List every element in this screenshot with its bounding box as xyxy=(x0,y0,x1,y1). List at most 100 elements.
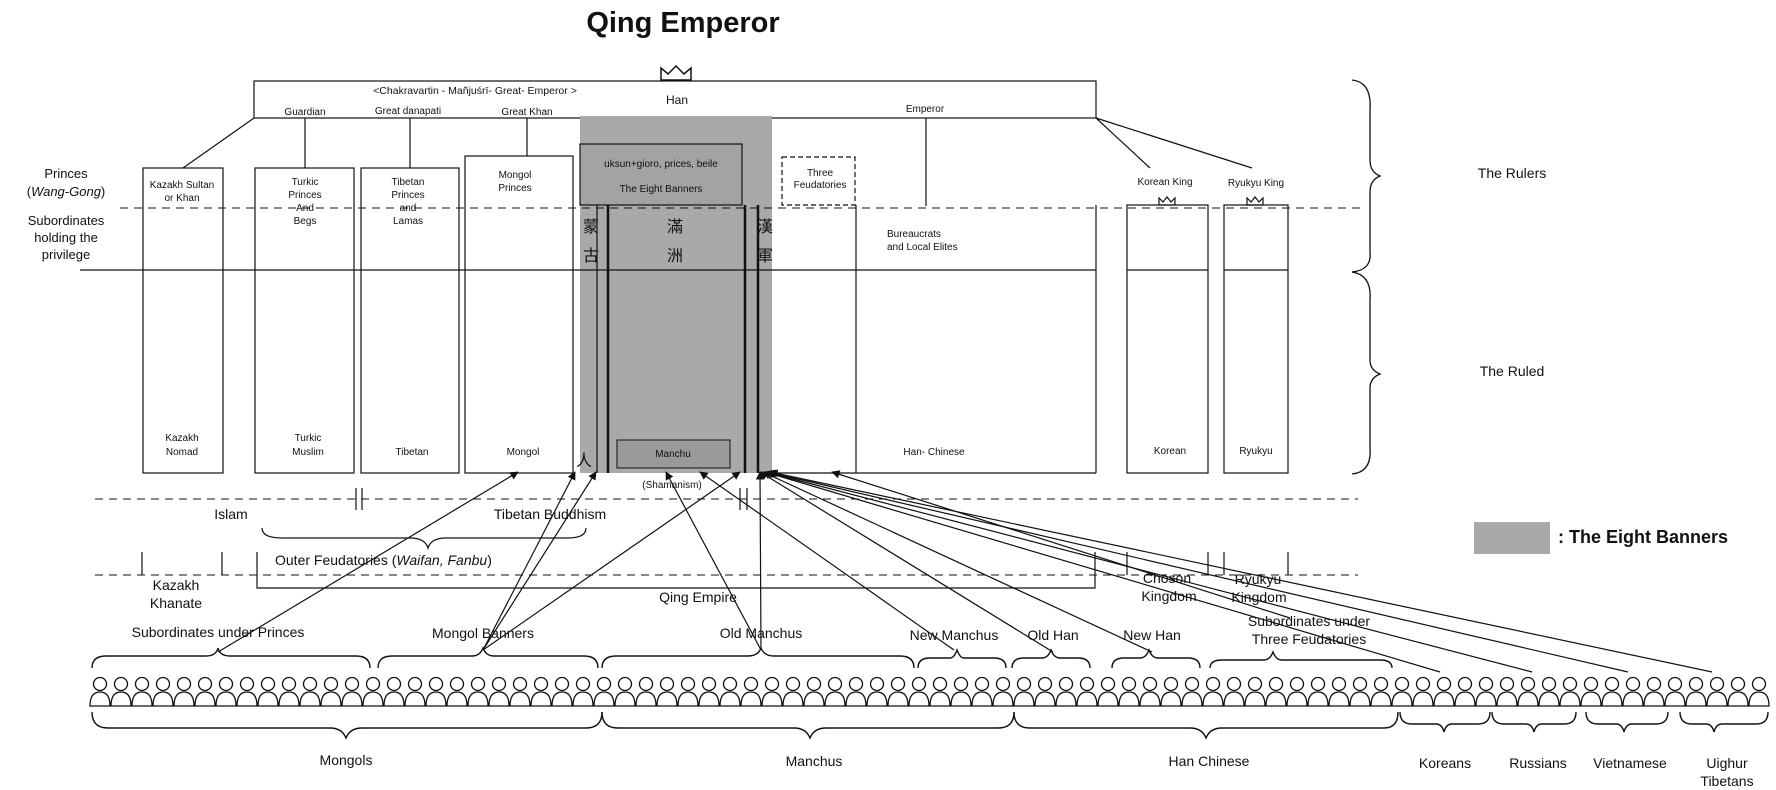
manchu-label: Manchu xyxy=(655,449,691,460)
person-figure xyxy=(510,678,530,707)
person-figure xyxy=(1140,678,1160,707)
person-figure xyxy=(930,678,950,707)
people-uighur: Uighur xyxy=(1706,755,1748,771)
person-figure xyxy=(678,678,698,707)
person-figure xyxy=(1455,678,1475,707)
ryukyu-king: Ryukyu King xyxy=(1228,178,1284,189)
person-figure xyxy=(1686,678,1706,707)
group-new-han: New Han xyxy=(1123,627,1181,643)
subordinates-1: Subordinates xyxy=(28,213,105,228)
chakravartin-label: <Chakravartin - Mañjuśrī- Great- Emperor… xyxy=(373,85,577,97)
person-figure xyxy=(132,678,152,707)
person-figure xyxy=(1056,678,1076,707)
person-figure xyxy=(783,678,803,707)
cjk-jun: 軍 xyxy=(757,246,773,265)
person-figure xyxy=(279,678,299,707)
person-figure xyxy=(426,678,446,707)
ruled-brace xyxy=(1352,272,1380,474)
person-figure xyxy=(972,678,992,707)
bureaucrats-2: and Local Elites xyxy=(887,242,958,253)
person-figure xyxy=(1287,678,1307,707)
turkic-top-4: Begs xyxy=(294,216,317,227)
person-figure xyxy=(1014,678,1034,707)
wang-gong-italic: Wang-Gong xyxy=(31,184,102,199)
population-crowd xyxy=(90,678,1769,707)
person-figure xyxy=(216,678,236,707)
person-figure xyxy=(300,678,320,707)
group-sub-princes: Subordinates under Princes xyxy=(132,624,305,640)
tibetan-top-3: and xyxy=(400,203,417,214)
person-figure xyxy=(1518,678,1538,707)
kazakh-bottom-2: Nomad xyxy=(166,447,198,458)
qing-empire-label: Qing Empire xyxy=(659,589,737,605)
bureaucrats-1: Bureaucrats xyxy=(887,229,941,240)
person-figure xyxy=(720,678,740,707)
role-emperor: Emperor xyxy=(906,104,945,115)
diagram-title: Qing Emperor xyxy=(586,7,779,39)
person-figure xyxy=(1434,678,1454,707)
banner-head-line1: uksun+gioro, prices, beile xyxy=(604,159,718,170)
outer-feudatories-label: Outer Feudatories (Waifan, Fanbu) xyxy=(275,552,492,568)
person-figure xyxy=(111,678,131,707)
eight-banners-head xyxy=(580,144,742,205)
person-figure xyxy=(468,678,488,707)
tibetan-bottom: Tibetan xyxy=(396,447,429,458)
person-figure xyxy=(1665,678,1685,707)
person-figure xyxy=(615,678,635,707)
banner-head-line2: The Eight Banners xyxy=(620,184,703,195)
person-figure xyxy=(1161,678,1181,707)
han-label: Han xyxy=(666,93,688,107)
mongol-top-2: Princes xyxy=(498,183,531,194)
mongol-top-1: Mongol xyxy=(499,170,532,181)
kazakh-khanate-1: Kazakh xyxy=(153,577,200,593)
person-figure xyxy=(804,678,824,707)
role-great-khan: Great Khan xyxy=(501,107,552,118)
person-figure xyxy=(741,678,761,707)
group-braces xyxy=(92,648,1392,668)
person-figure xyxy=(636,678,656,707)
person-figure xyxy=(237,678,257,707)
person-figure xyxy=(258,678,278,707)
person-figure xyxy=(1707,678,1727,707)
person-figure xyxy=(1539,678,1559,707)
role-guardian: Guardian xyxy=(284,107,325,118)
cjk-han: 漢 xyxy=(757,217,773,236)
person-figure xyxy=(531,678,551,707)
princes-label: Princes xyxy=(44,166,88,181)
person-figure xyxy=(1329,678,1349,707)
kazakh-bracket xyxy=(142,552,222,575)
three-feud-line2: Feudatories xyxy=(794,180,847,191)
people-han-chinese: Han Chinese xyxy=(1169,753,1250,769)
person-figure xyxy=(1602,678,1622,707)
person-figure xyxy=(1077,678,1097,707)
kazakh-khanate-2: Khanate xyxy=(150,595,202,611)
person-figure xyxy=(1623,678,1643,707)
people-mongols: Mongols xyxy=(320,752,373,768)
person-figure xyxy=(1350,678,1370,707)
person-figure xyxy=(1644,678,1664,707)
person-figure xyxy=(1476,678,1496,707)
person-figure xyxy=(195,678,215,707)
person-figure xyxy=(447,678,467,707)
korean-label: Korean xyxy=(1154,446,1186,457)
korean-king: Korean King xyxy=(1137,177,1192,188)
person-figure xyxy=(1728,678,1748,707)
cjk-man: 滿 xyxy=(667,217,683,236)
person-figure xyxy=(594,678,614,707)
rulers-label: The Rulers xyxy=(1478,165,1546,181)
han-chinese-label: Han- Chinese xyxy=(903,447,965,458)
people-vietnamese: Vietnamese xyxy=(1593,755,1667,771)
person-figure xyxy=(1182,678,1202,707)
turkic-top-3: And xyxy=(296,203,314,214)
person-figure xyxy=(174,678,194,707)
person-figure xyxy=(951,678,971,707)
group-mongol-banners: Mongol Banners xyxy=(432,625,534,641)
person-figure xyxy=(993,678,1013,707)
person-figure xyxy=(867,678,887,707)
crown-icon xyxy=(661,66,691,80)
person-figure xyxy=(1224,678,1244,707)
people-braces xyxy=(92,712,1768,738)
tibetan-top-1: Tibetan xyxy=(392,177,425,188)
person-figure xyxy=(384,678,404,707)
cjk-ren: 人 xyxy=(576,451,592,470)
